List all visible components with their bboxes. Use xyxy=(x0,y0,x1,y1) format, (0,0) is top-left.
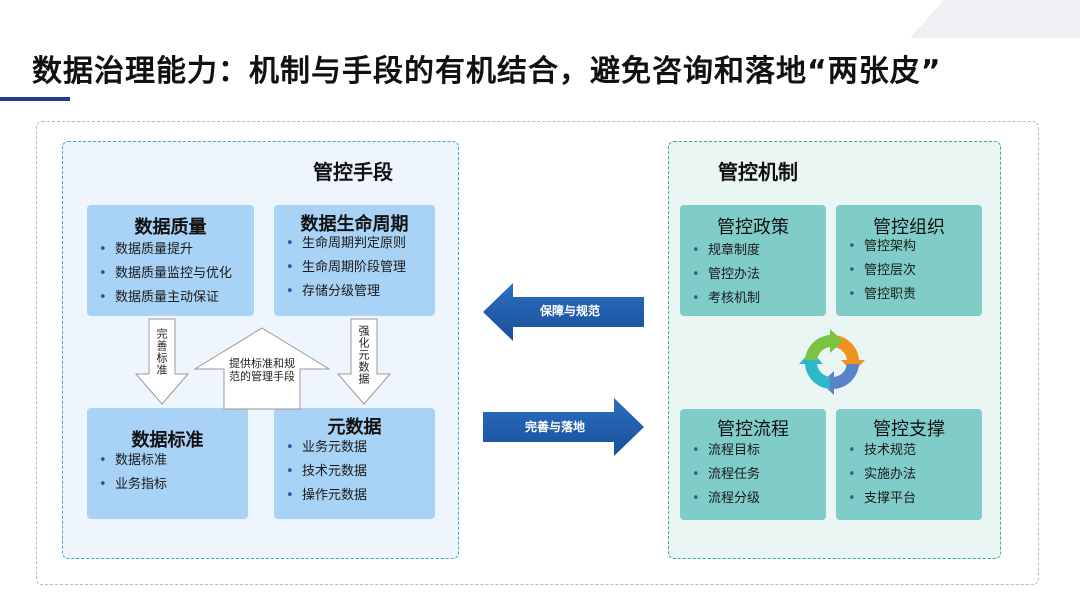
down-arrow-perfect-standard xyxy=(134,318,190,405)
list-item: 数据质量提升 xyxy=(97,238,232,262)
arrow-guarantee-norm xyxy=(483,283,644,341)
up-arrow-provide-standard xyxy=(193,327,331,410)
label-provide-standard: 提供标准和规范的管理手段 xyxy=(229,357,295,383)
card-title: 管控组织 xyxy=(873,217,945,238)
list-item: 实施办法 xyxy=(846,463,916,487)
page-title: 数据治理能力：机制与手段的有机结合，避免咨询和落地“两张皮” xyxy=(32,54,942,89)
card-control-policy: 管控政策 规章制度 管控办法 考核机制 xyxy=(680,205,826,316)
label-guarantee-norm: 保障与规范 xyxy=(539,304,600,318)
list-item: 考核机制 xyxy=(690,287,760,311)
list-item: 流程分级 xyxy=(690,487,760,511)
list-item: 业务元数据 xyxy=(284,436,367,460)
list-item: 技术规范 xyxy=(846,439,916,463)
card-title: 元数据 xyxy=(327,417,382,438)
list-item: 管控架构 xyxy=(846,235,916,259)
control-means-title: 管控手段 xyxy=(313,160,393,184)
list-item: 操作元数据 xyxy=(284,484,367,508)
cycle-arrows-icon xyxy=(799,329,865,395)
bullet-list: 生命周期判定原则 生命周期阶段管理 存储分级管理 xyxy=(284,232,406,304)
card-control-process: 管控流程 流程目标 流程任务 流程分级 xyxy=(680,409,826,520)
card-title: 管控支撑 xyxy=(873,419,945,440)
bullet-list: 管控架构 管控层次 管控职责 xyxy=(846,235,916,307)
list-item: 业务指标 xyxy=(97,473,167,497)
card-title: 数据生命周期 xyxy=(300,214,409,235)
corner-decoration xyxy=(910,0,1080,38)
list-item: 管控层次 xyxy=(846,259,916,283)
list-item: 存储分级管理 xyxy=(284,280,406,304)
title-underline xyxy=(0,97,70,101)
bullet-list: 规章制度 管控办法 考核机制 xyxy=(690,239,760,311)
bullet-list: 数据标准 业务指标 xyxy=(97,449,167,497)
card-control-organization: 管控组织 管控架构 管控层次 管控职责 xyxy=(836,205,982,316)
list-item: 数据质量主动保证 xyxy=(97,286,232,310)
down-arrow-strengthen-metadata xyxy=(336,318,392,405)
outer-frame xyxy=(36,121,1039,585)
list-item: 流程任务 xyxy=(690,463,760,487)
label-strengthen-metadata: 强化元数据 xyxy=(357,325,370,385)
list-item: 流程目标 xyxy=(690,439,760,463)
card-data-quality: 数据质量 数据质量提升 数据质量监控与优化 数据质量主动保证 xyxy=(87,205,254,316)
list-item: 数据标准 xyxy=(97,449,167,473)
card-data-lifecycle: 数据生命周期 生命周期判定原则 生命周期阶段管理 存储分级管理 xyxy=(274,205,435,316)
list-item: 规章制度 xyxy=(690,239,760,263)
card-title: 管控流程 xyxy=(717,419,789,440)
arrow-perfect-landing xyxy=(483,398,644,456)
list-item: 生命周期阶段管理 xyxy=(284,256,406,280)
card-data-standard: 数据标准 数据标准 业务指标 xyxy=(87,408,248,519)
list-item: 技术元数据 xyxy=(284,460,367,484)
control-mechanism-title: 管控机制 xyxy=(718,160,798,184)
bullet-list: 业务元数据 技术元数据 操作元数据 xyxy=(284,436,367,508)
bullet-list: 技术规范 实施办法 支撑平台 xyxy=(846,439,916,511)
card-control-support: 管控支撑 技术规范 实施办法 支撑平台 xyxy=(836,409,982,520)
bullet-list: 数据质量提升 数据质量监控与优化 数据质量主动保证 xyxy=(97,238,232,310)
card-metadata: 元数据 业务元数据 技术元数据 操作元数据 xyxy=(274,408,435,519)
card-title: 数据质量 xyxy=(134,217,207,238)
label-perfect-landing: 完善与落地 xyxy=(524,420,585,434)
list-item: 支撑平台 xyxy=(846,487,916,511)
label-perfect-standard: 完善标准 xyxy=(155,328,168,376)
card-title: 管控政策 xyxy=(717,217,789,238)
list-item: 数据质量监控与优化 xyxy=(97,262,232,286)
list-item: 管控办法 xyxy=(690,263,760,287)
bullet-list: 流程目标 流程任务 流程分级 xyxy=(690,439,760,511)
list-item: 管控职责 xyxy=(846,283,916,307)
card-title: 数据标准 xyxy=(131,430,204,451)
list-item: 生命周期判定原则 xyxy=(284,232,406,256)
